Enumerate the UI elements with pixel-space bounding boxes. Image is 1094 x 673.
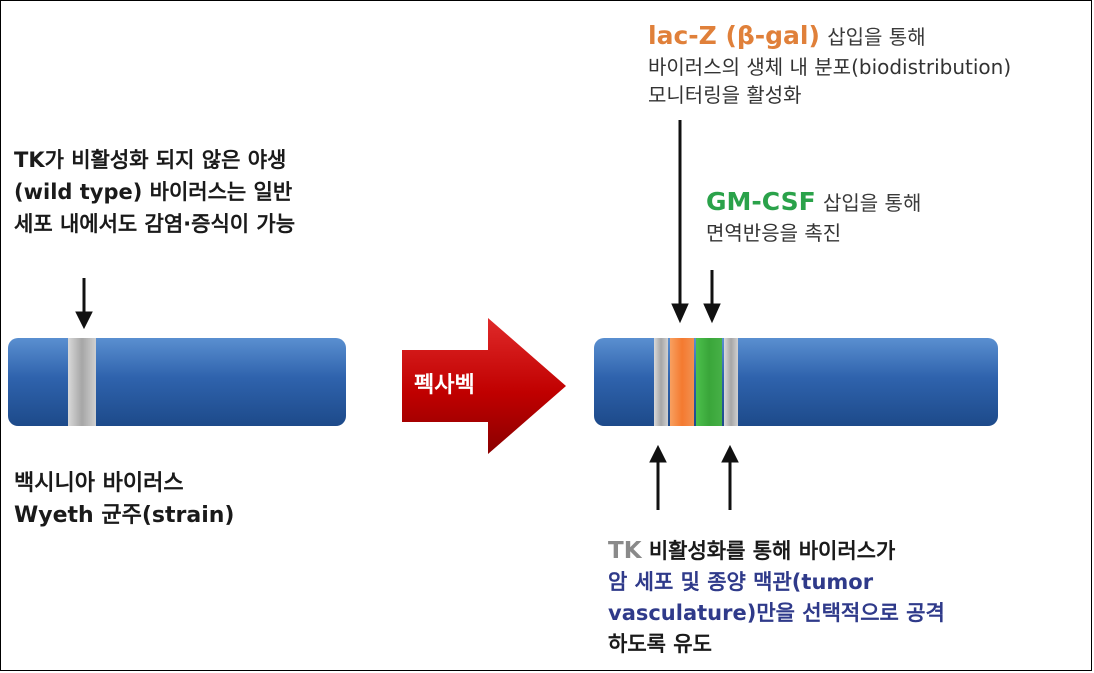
tk-prefix: TK bbox=[608, 538, 642, 564]
wildtype-line-1: TK가 비활성화 되지 않은 야생 bbox=[14, 148, 287, 172]
pexavec-label: 펙사벡 bbox=[414, 373, 475, 398]
wildtype-down-arrow bbox=[75, 278, 93, 330]
gmcsf-segment bbox=[696, 338, 722, 426]
tk-annotation: TK 비활성화를 통해 바이러스가 암 세포 및 종양 맥관(tumor vas… bbox=[608, 536, 945, 660]
wildtype-description: TK가 비활성화 되지 않은 야생 (wild type) 바이러스는 일반 세… bbox=[14, 144, 295, 240]
gmcsf-suffix: 삽입을 통해 bbox=[822, 191, 922, 215]
tk-line-4: 하도록 유도 bbox=[608, 632, 712, 656]
gmcsf-down-arrow bbox=[703, 270, 721, 324]
wildtype-line-3: 세포 내에서도 감염·증식이 가능 bbox=[14, 212, 296, 236]
lacz-suffix: 삽입을 통해 bbox=[827, 25, 926, 49]
wildtype-genome-bar bbox=[8, 338, 346, 426]
wildtype-line-2: (wild type) 바이러스는 일반 bbox=[14, 180, 293, 204]
tk-line-2: 암 세포 및 종양 맥관(tumor bbox=[608, 570, 874, 594]
lacz-title: lac-Z (β-gal) bbox=[648, 21, 820, 50]
lacz-line-3: 모니터링을 활성화 bbox=[648, 83, 802, 107]
gmcsf-annotation: GM-CSF 삽입을 통해 면역반응을 촉진 bbox=[706, 186, 921, 247]
tk-line-1: 비활성화를 통해 바이러스가 bbox=[648, 539, 896, 563]
vaccinia-label-line-1: 백시니아 바이러스 bbox=[14, 471, 184, 496]
tk-line-3: vasculature)만을 선택적으로 공격 bbox=[608, 601, 945, 625]
lacz-line-2: 바이러스의 생체 내 분포(biodistribution) bbox=[648, 55, 1012, 79]
lacz-down-arrow bbox=[671, 120, 689, 324]
pexavec-genome-bar bbox=[594, 338, 998, 426]
tk-segment-left bbox=[68, 338, 96, 426]
gmcsf-line-2: 면역반응을 촉진 bbox=[706, 221, 842, 245]
pexavec-arrow-shape bbox=[402, 318, 566, 454]
lacz-annotation: lac-Z (β-gal) 삽입을 통해 바이러스의 생체 내 분포(biodi… bbox=[648, 20, 1011, 109]
vaccinia-label-line-2: Wyeth 균주(strain) bbox=[14, 503, 235, 528]
tk-segment-a bbox=[654, 338, 668, 426]
lacz-segment bbox=[670, 338, 694, 426]
tk-up-arrow-2 bbox=[721, 444, 739, 510]
tk-segment-b bbox=[724, 338, 738, 426]
gmcsf-title: GM-CSF bbox=[706, 187, 816, 216]
vaccinia-label: 백시니아 바이러스 Wyeth 균주(strain) bbox=[14, 468, 234, 532]
tk-up-arrow-1 bbox=[649, 444, 667, 510]
